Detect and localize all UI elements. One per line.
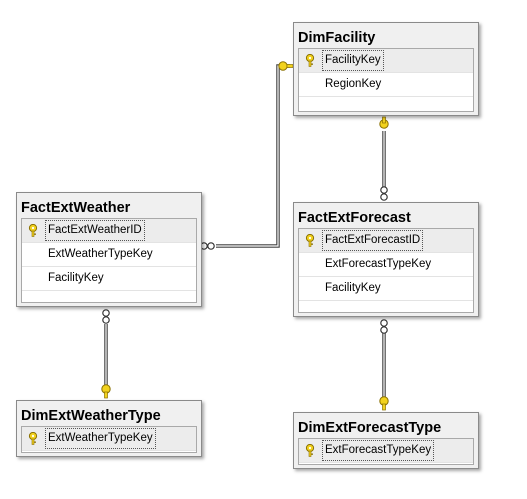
column-name: FacilityKey	[322, 50, 384, 71]
primary-key-icon	[305, 54, 315, 67]
column-row[interactable]: ExtWeatherTypeKey	[22, 243, 196, 267]
column-name: ExtForecastTypeKey	[322, 440, 435, 461]
column-name: FacilityKey	[48, 272, 104, 284]
column-name: FactExtWeatherID	[45, 220, 145, 241]
column-row[interactable]: ExtForecastTypeKey	[299, 253, 473, 277]
column-row[interactable]: ExtWeatherTypeKey	[22, 427, 196, 451]
table-title: FactExtWeather	[21, 200, 131, 216]
column-name: RegionKey	[325, 78, 382, 90]
column-row[interactable]: FacilityKey	[299, 49, 473, 73]
column-name: ExtWeatherTypeKey	[48, 248, 153, 260]
column-name: FactExtForecastID	[322, 230, 424, 251]
table-fact-ext-weather[interactable]: FactExtWeather FactExtWeatherID ExtWeath…	[16, 192, 202, 307]
column-row[interactable]: ExtForecastTypeKey	[299, 439, 473, 463]
table-title: DimExtForecastType	[298, 420, 442, 436]
column-row[interactable]: FactExtForecastID	[299, 229, 473, 253]
primary-key-icon	[28, 432, 38, 445]
relationship-forecast-facility[interactable]	[379, 116, 389, 201]
column-name: FacilityKey	[325, 282, 381, 294]
table-dim-facility[interactable]: DimFacility FacilityKey RegionKey	[293, 22, 479, 116]
column-row[interactable]: FacilityKey	[22, 267, 196, 291]
column-list: ExtWeatherTypeKey	[21, 426, 197, 453]
column-name: ExtWeatherTypeKey	[45, 428, 156, 449]
primary-key-icon	[305, 444, 315, 457]
table-dim-ext-weather-type[interactable]: DimExtWeatherType ExtWeatherTypeKey	[16, 400, 202, 457]
primary-key-icon	[305, 234, 315, 247]
column-row[interactable]: FactExtWeatherID	[22, 219, 196, 243]
relationship-weather-weathertype[interactable]	[101, 309, 111, 399]
column-list: FacilityKey RegionKey	[298, 48, 474, 112]
table-title: DimExtWeatherType	[21, 408, 161, 424]
column-row[interactable]: RegionKey	[299, 73, 473, 97]
column-list: FactExtWeatherID ExtWeatherTypeKey Facil…	[21, 218, 197, 303]
column-list: FactExtForecastID ExtForecastTypeKey Fac…	[298, 228, 474, 313]
table-fact-ext-forecast[interactable]: FactExtForecast FactExtForecastID ExtFor…	[293, 202, 479, 317]
column-row[interactable]: FacilityKey	[299, 277, 473, 301]
column-name: ExtForecastTypeKey	[325, 258, 432, 270]
table-dim-ext-forecast-type[interactable]: DimExtForecastType ExtForecastTypeKey	[293, 412, 479, 469]
primary-key-icon	[28, 224, 38, 237]
relationship-forecast-forecasttype[interactable]	[379, 319, 389, 411]
column-list: ExtForecastTypeKey	[298, 438, 474, 465]
relationship-weather-facility[interactable]	[200, 61, 294, 250]
table-title: DimFacility	[298, 30, 376, 46]
table-title: FactExtForecast	[298, 210, 411, 226]
